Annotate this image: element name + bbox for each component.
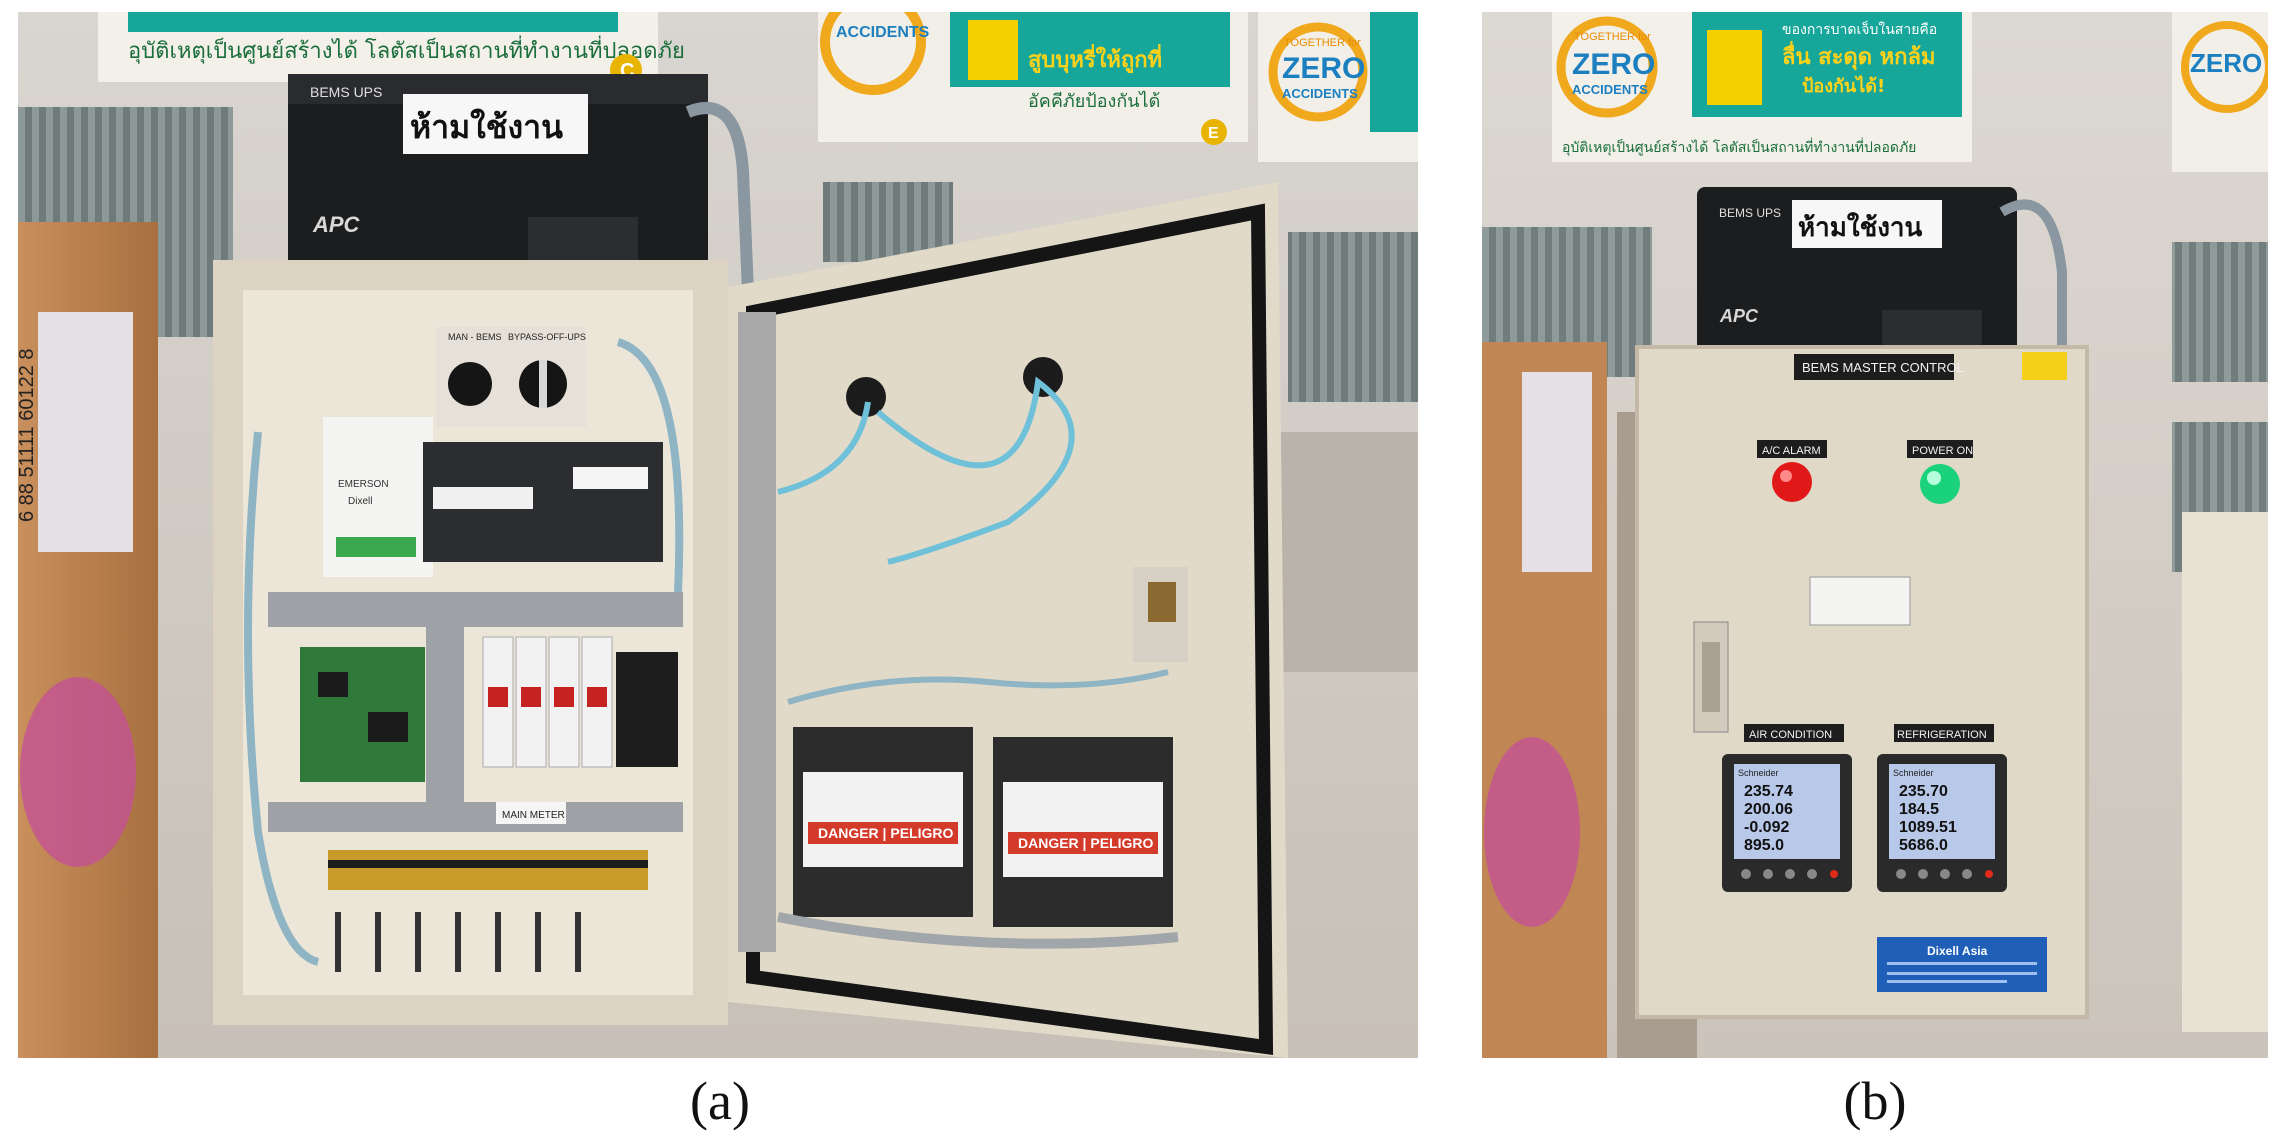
poster-tag-e: E (1208, 125, 1219, 142)
meter-right-reading-2: 184.5 (1899, 801, 1939, 818)
asset-sticker (2022, 352, 2067, 380)
meter-left-reading-1: 235.74 (1744, 783, 1793, 800)
meter-left-reading-2: 200.06 (1744, 801, 1793, 818)
ups-brand-logo: APC (312, 212, 361, 237)
poster-slip-text: ลื่น สะดุด หกล้ม (1782, 40, 1935, 71)
ups-model-label: BEMS UPS (310, 84, 382, 100)
meter-left-reading-4: 895.0 (1744, 837, 1784, 854)
wall-panel (1278, 432, 1418, 672)
air-condition-label: AIR CONDITION (1749, 729, 1832, 741)
poster-zero-accidents: ACCIDENTS (1572, 82, 1648, 97)
power-meter-refrigeration: Schneider 235.70 184.5 1089.51 5686.0 (1877, 754, 2007, 892)
door-lamp-socket (846, 377, 886, 417)
meter-brand-right: Schneider (1893, 768, 1934, 778)
circuit-breakers (482, 636, 613, 768)
ups-brand-logo: APC (1719, 306, 1759, 326)
adjacent-cabinet (2182, 512, 2268, 1032)
meter-right-reading-3: 1089.51 (1899, 819, 1957, 836)
ups-sticker-text: ห้ามใช้งาน (410, 108, 563, 146)
poster-zero: ZERO (1572, 48, 1655, 81)
poster-zero: ZERO (1282, 52, 1365, 85)
wire-duct (738, 312, 776, 952)
alarm-label: A/C ALARM (1762, 445, 1821, 457)
poster-text: อุบัติเหตุเป็นศูนย์สร้างได้ โลตัสเป็นสถา… (128, 35, 685, 64)
alarm-pilot-lamp (1772, 462, 1812, 502)
power-supply (616, 652, 678, 767)
controller-brand: EMERSON (338, 479, 389, 490)
poster-hands-sub: อัคคีภัยป้องกันได้ (1028, 90, 1160, 112)
poster-slip-sub: ป้องกันได้! (1802, 75, 1885, 97)
info-label-sheet (1809, 576, 1911, 626)
selector-switch-left (448, 362, 492, 406)
ups-sticker (403, 94, 588, 154)
power-on-pilot-lamp (1920, 464, 1960, 504)
meter-right-reading-1: 235.70 (1899, 783, 1948, 800)
poster-caution-text: ของการบาดเจ็บในสายคือ (1782, 20, 1937, 38)
caption-a: (a) (690, 1071, 750, 1131)
din-rail-upper (268, 592, 683, 627)
ups-model-label: BEMS UPS (1719, 206, 1781, 220)
power-meter-air-condition: Schneider 235.74 200.06 -0.092 895.0 (1722, 754, 1852, 892)
main-meter-label: MAIN METER (502, 810, 565, 821)
cabinet-title: BEMS MASTER CONTROL (1802, 360, 1964, 375)
poster-hands-text: สูบบุหรี่ให้ถูกที่ (1028, 43, 1162, 74)
photo-a-open-cabinet: อุบัติเหตุเป็นศูนย์สร้างได้ โลตัสเป็นสถา… (18, 12, 1418, 1058)
poster-zero-accidents: ACCIDENTS (1282, 86, 1358, 101)
poster-zero-right: ZERO (2190, 48, 2262, 78)
controller-sub: Dixell (348, 496, 372, 507)
power-meter-door-left: DANGER | PELIGRO (793, 727, 973, 917)
power-label: POWER ON (1912, 445, 1973, 457)
refrigeration-label: REFRIGERATION (1897, 729, 1987, 741)
photo-b-scene: TOGETHER for ZERO ACCIDENTS ของการบาดเจ็… (1482, 12, 2268, 1058)
meter-warning-left: DANGER | PELIGRO (818, 825, 953, 841)
glass-block-window (2172, 242, 2268, 382)
poster-accidents-text: ACCIDENTS (836, 24, 930, 41)
meter-right-reading-4: 5686.0 (1899, 837, 1948, 854)
photo-b-closed-cabinet: TOGETHER for ZERO ACCIDENTS ของการบาดเจ็… (1482, 12, 2268, 1058)
switch-label-left: MAN - BEMS (448, 332, 502, 342)
plate-title: Dixell Asia (1927, 944, 1988, 958)
poster-zero-for: TOGETHER for (1284, 37, 1361, 49)
box-barcode-text: 6 88 51111 60122 8 (18, 349, 38, 523)
power-meter-door-right: DANGER | PELIGRO (993, 737, 1173, 927)
glass-block-window (1288, 232, 1418, 402)
caption-b: (b) (1843, 1071, 1907, 1131)
ups-sticker-text: ห้ามใช้งาน (1798, 212, 1923, 243)
meter-brand-left: Schneider (1738, 768, 1779, 778)
meter-warning-right: DANGER | PELIGRO (1018, 835, 1153, 851)
poster-bottom-text: อุบัติเหตุเป็นศูนย์สร้างได้ โลตัสเป็นสถา… (1562, 138, 1916, 156)
poster-zero-for: TOGETHER for (1574, 31, 1651, 43)
door-lamp-socket (1023, 357, 1063, 397)
photo-a-scene: อุบัติเหตุเป็นศูนย์สร้างได้ โลตัสเป็นสถา… (18, 12, 1418, 1058)
meter-left-reading-3: -0.092 (1744, 819, 1789, 836)
safety-poster-right (2172, 12, 2268, 172)
ups-sticker (1792, 200, 1942, 248)
switch-label-right: BYPASS-OFF-UPS (508, 332, 586, 342)
terminal-block (328, 850, 648, 890)
din-rail-lower (268, 802, 683, 832)
